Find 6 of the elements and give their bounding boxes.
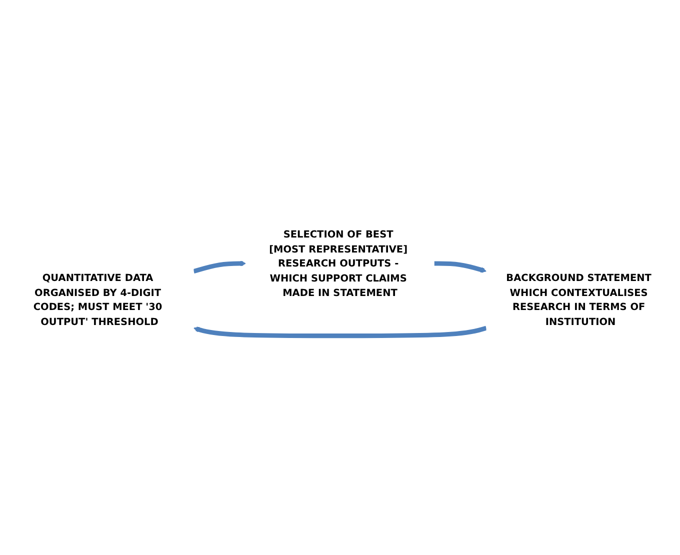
arrow — [434, 260, 487, 272]
node-text: QUANTITATIVE DATA ORGANISED BY 4-DIGIT CODES; MUST MEET '30 OUTPUT' THRESHOLD — [33, 271, 162, 327]
node-text: BACKGROUND STATEMENT WHICH CONTEXTUALISES RESEARCH IN TERMS OF INSTITUTION — [506, 271, 652, 327]
node-text: SELECTION OF BEST [MOST REPRESENTATIVE] RESEARCH OUTPUTS - WHICH SUPPORT CLAIMS MADE IN STATEMENT — [269, 228, 408, 298]
arrow — [193, 325, 487, 338]
arrow — [193, 260, 246, 274]
